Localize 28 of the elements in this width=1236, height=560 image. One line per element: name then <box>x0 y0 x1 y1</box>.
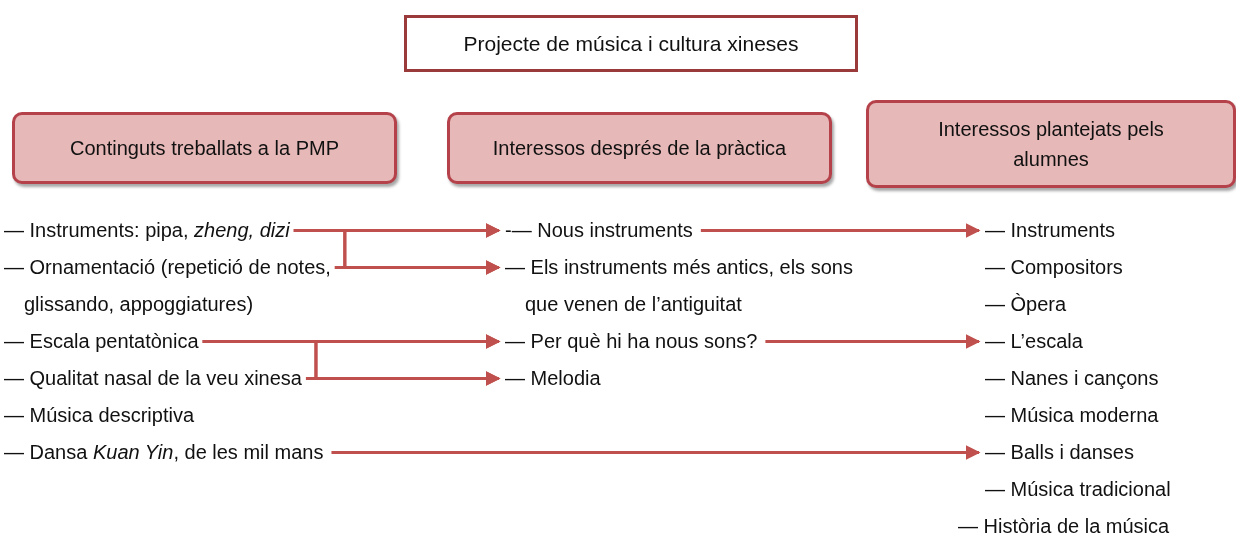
list-item: — Nanes i cançons <box>985 366 1159 391</box>
header-box: Interessos després de la pràctica <box>447 112 832 184</box>
list-item: — Òpera <box>985 292 1067 317</box>
arrow <box>305 371 501 386</box>
list-item: — Qualitat nasal de la veu xinesa <box>4 360 302 397</box>
list-item: — Música moderna <box>985 403 1159 428</box>
list-item: — Història de la música <box>958 514 1170 539</box>
list-item: -— Nous instruments <box>505 212 693 249</box>
list-item: — Escala pentatònica <box>4 323 199 360</box>
title-box: Projecte de música i cultura xineses <box>404 15 858 72</box>
arrow <box>700 223 981 238</box>
list-item: — Dansa Kuan Yin, de les mil mans <box>4 434 324 471</box>
list-item: — Melodia <box>505 360 601 397</box>
list-item: — Ornamentació (repetició de notes, glissando, appoggiatures) <box>4 249 414 323</box>
list-item: — Per què hi ha nous sons? <box>505 323 758 360</box>
list-item: — Els instruments més antics, els sons que venen de l’antiguitat <box>505 249 870 323</box>
list-item: — Instruments: pipa, zheng, dizi <box>4 212 290 249</box>
list-item: — Música tradicional <box>985 477 1171 502</box>
list-item: — L’escala <box>985 323 1083 360</box>
list-item: — Instruments <box>985 212 1116 249</box>
arrow <box>331 445 981 460</box>
header-box: Continguts treballats a la PMP <box>12 112 397 184</box>
header-box: Interessos plantejats pels alumnes <box>866 100 1236 188</box>
arrow <box>765 334 981 349</box>
list-item: — Balls i danses <box>985 434 1134 471</box>
list-item: — Compositors <box>985 255 1123 280</box>
arrow <box>334 260 501 275</box>
list-item: — Música descriptiva <box>4 403 195 428</box>
